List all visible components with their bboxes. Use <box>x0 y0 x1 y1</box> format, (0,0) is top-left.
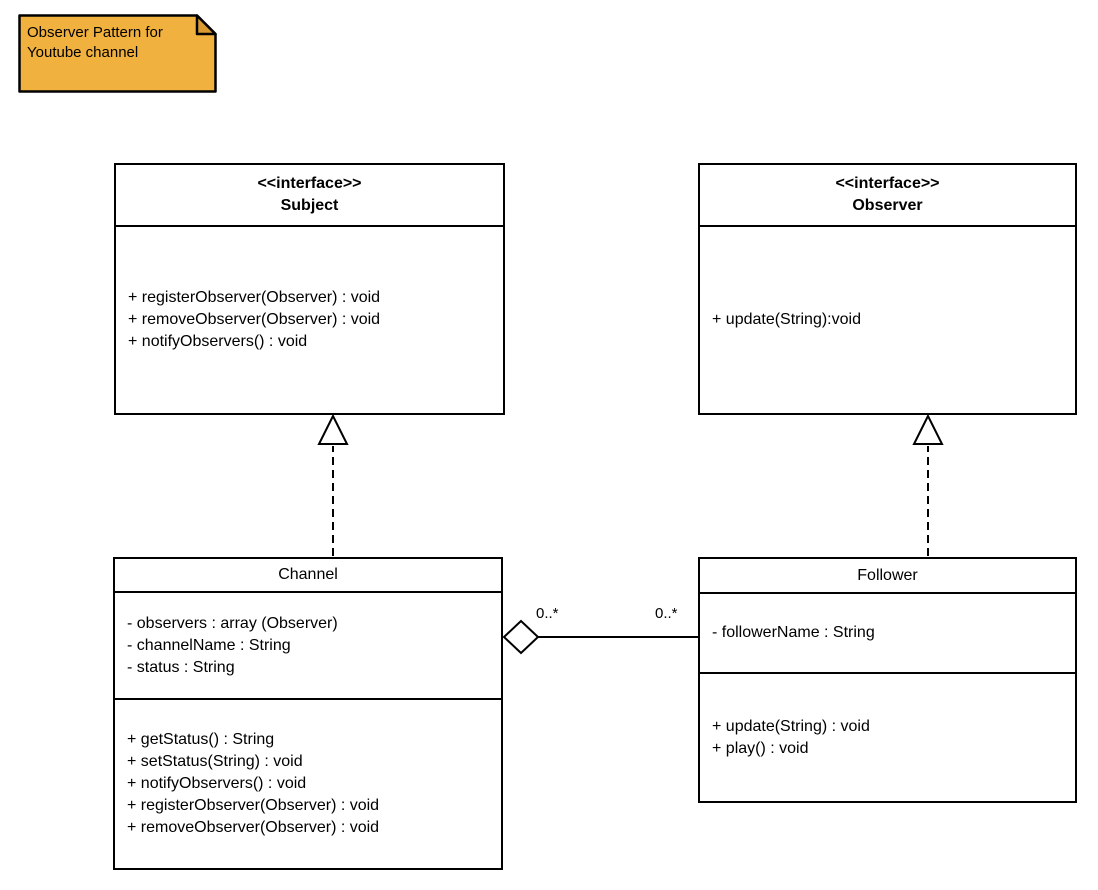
method-item: + update(String) : void <box>712 717 870 735</box>
attributes-compartment: - observers : array (Observer) - channel… <box>115 593 501 700</box>
class-name: Channel <box>278 566 338 583</box>
class-stereotype: <<interface>> <box>257 175 362 192</box>
class-box-channel: Channel - observers : array (Observer) -… <box>113 557 503 870</box>
class-name: Subject <box>280 197 339 214</box>
class-name: Follower <box>857 566 918 584</box>
class-box-observer: <<interface>> Observer + update(String):… <box>698 163 1077 415</box>
class-stereotype: <<interface>> <box>835 175 940 192</box>
method-item: + removeObserver(Observer) : void <box>128 311 381 328</box>
aggregation-channel-follower <box>502 619 698 655</box>
class-header: <<interface>> Observer <box>700 165 1075 227</box>
method-item: + update(String):void <box>712 311 861 328</box>
methods-compartment: + update(String) : void + play() : void <box>700 674 1075 801</box>
realization-channel-subject <box>317 413 349 556</box>
realization-follower-observer <box>912 413 944 556</box>
methods-compartment: + update(String):void <box>700 227 1075 413</box>
methods-compartment: + getStatus() : String + setStatus(Strin… <box>115 700 501 868</box>
method-item: + notifyObservers() : void <box>127 775 307 792</box>
hollow-diamond-icon <box>502 619 540 655</box>
class-name: Observer <box>852 197 923 214</box>
multiplicity-label-channel-end: 0..* <box>536 605 559 623</box>
attributes-compartment: - followerName : String <box>700 594 1075 674</box>
method-item: + notifyObservers() : void <box>128 333 308 350</box>
attribute-item: - channelName : String <box>127 636 291 654</box>
method-item: + getStatus() : String <box>127 731 275 748</box>
method-item: + removeObserver(Observer) : void <box>127 819 380 836</box>
class-box-follower: Follower - followerName : String + updat… <box>698 557 1077 803</box>
attribute-item: - observers : array (Observer) <box>127 614 338 632</box>
hollow-triangle-arrowhead-icon <box>317 413 349 445</box>
note-line: Observer Pattern for <box>27 24 163 41</box>
note-line: Youtube channel <box>27 44 139 61</box>
class-header: Follower <box>700 559 1075 594</box>
multiplicity-label-follower-end: 0..* <box>655 605 678 623</box>
note-fold-corner-icon <box>195 14 217 36</box>
method-item: + setStatus(String) : void <box>127 753 303 770</box>
methods-compartment: + registerObserver(Observer) : void + re… <box>116 227 503 413</box>
sticky-note-shape <box>18 14 217 93</box>
hollow-triangle-arrowhead-icon <box>912 413 944 445</box>
attribute-item: - followerName : String <box>712 624 875 641</box>
sticky-note: Observer Pattern for Youtube channel <box>18 14 218 94</box>
class-header: <<interface>> Subject <box>116 165 503 227</box>
method-item: + registerObserver(Observer) : void <box>128 289 381 306</box>
note-body <box>18 14 217 93</box>
attribute-item: - status : String <box>127 658 235 676</box>
method-item: + play() : void <box>712 739 809 757</box>
note-text: Observer Pattern for Youtube channel <box>27 23 163 63</box>
class-box-subject: <<interface>> Subject + registerObserver… <box>114 163 505 415</box>
method-item: + registerObserver(Observer) : void <box>127 797 380 814</box>
class-header: Channel <box>115 559 501 593</box>
